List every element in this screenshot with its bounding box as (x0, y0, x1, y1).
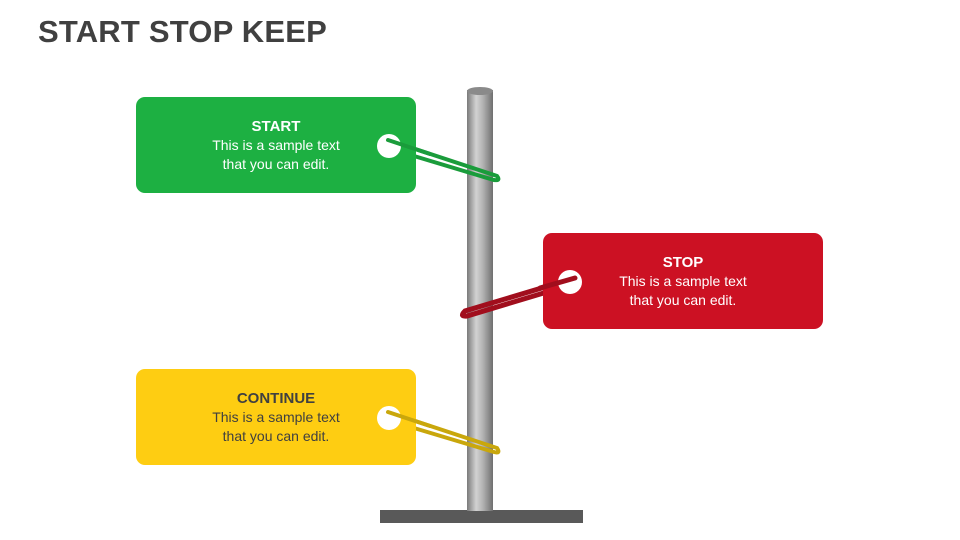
tag-stop-line1: This is a sample text (619, 273, 747, 289)
tag-stop-line2: that you can edit. (629, 292, 737, 308)
tag-continue: CONTINUE This is a sample text that you … (136, 369, 416, 465)
tag-continue-hole (377, 406, 401, 430)
tag-start-heading: START (251, 118, 301, 135)
stop-paperclip (459, 275, 578, 319)
tag-continue-heading: CONTINUE (236, 390, 316, 407)
slide-title: START STOP KEEP (38, 14, 327, 49)
tag-start-hole (377, 134, 401, 158)
post-cap (467, 87, 493, 95)
tag-stop-hole (558, 270, 582, 294)
continue-paperclip (386, 410, 501, 455)
tag-continue-line2: that you can edit. (222, 428, 330, 444)
tag-start-line2: that you can edit. (222, 156, 330, 172)
tag-stop-heading: STOP (662, 254, 704, 271)
tag-stop: STOP This is a sample text that you can … (543, 233, 823, 329)
tag-start: START This is a sample text that you can… (136, 97, 416, 193)
post-base (380, 510, 583, 523)
tag-start-line1: This is a sample text (212, 137, 340, 153)
tag-continue-line1: This is a sample text (212, 409, 340, 425)
start-paperclip (386, 138, 501, 183)
